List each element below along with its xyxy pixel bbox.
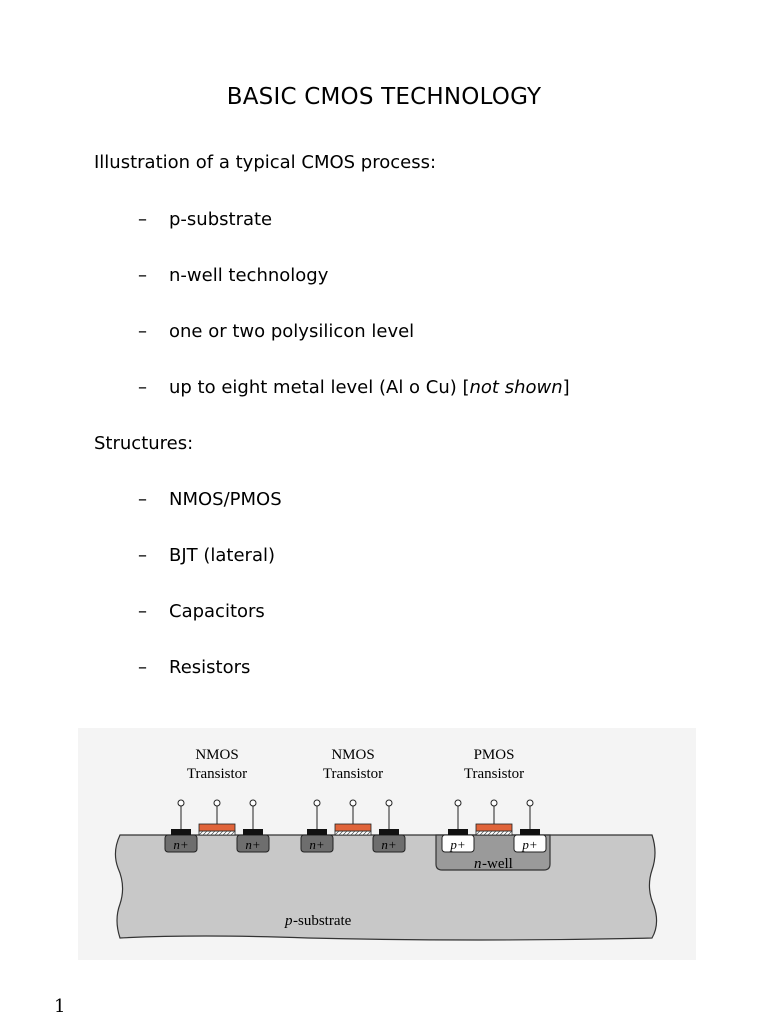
polysilicon-gate xyxy=(198,823,236,832)
process-item-text: up to eight metal level (Al o Cu) [ xyxy=(169,377,470,398)
structures-heading: Structures: xyxy=(94,433,194,454)
terminal-node xyxy=(385,799,393,807)
bullet-dash: – xyxy=(138,377,147,398)
structure-item-2: – BJT (lateral) xyxy=(138,545,275,566)
structure-item-4: – Resistors xyxy=(138,657,250,678)
page-title: BASIC CMOS TECHNOLOGY xyxy=(226,84,542,110)
oxide-hatch xyxy=(218,830,224,836)
diffusion-label: n+ xyxy=(245,837,260,852)
diffusion-label: n+ xyxy=(381,837,396,852)
diffusion-label: p+ xyxy=(521,837,537,852)
terminal-node xyxy=(249,799,257,807)
terminal-node xyxy=(177,799,185,807)
structure-item-text: Resistors xyxy=(169,657,251,678)
process-item-text: p-substrate xyxy=(169,209,273,230)
structure-item-text: BJT (lateral) xyxy=(169,545,276,566)
oxide-hatch xyxy=(362,830,368,836)
process-item-3: – one or two polysilicon level xyxy=(138,321,414,342)
source-contact xyxy=(171,829,191,835)
n-well-label: -well xyxy=(482,856,513,872)
transistor-type-label: NMOS xyxy=(195,747,238,763)
terminal-node xyxy=(454,799,462,807)
bullet-dash: – xyxy=(138,489,147,510)
process-item-4: – up to eight metal level (Al o Cu) [not … xyxy=(138,377,570,398)
page-number: 1 xyxy=(54,996,66,1017)
oxide-hatch xyxy=(226,830,232,836)
transistor-type-label: NMOS xyxy=(331,747,374,763)
bullet-dash: – xyxy=(138,321,147,342)
structure-item-text: Capacitors xyxy=(169,601,265,622)
polysilicon-gate xyxy=(475,823,513,832)
oxide-hatch xyxy=(230,830,236,836)
oxide-hatch xyxy=(503,830,509,836)
oxide-hatch xyxy=(202,830,208,836)
bullet-dash: – xyxy=(138,265,147,286)
oxide-hatch xyxy=(334,830,340,836)
source-contact xyxy=(307,829,327,835)
structure-item-text: NMOS/PMOS xyxy=(169,489,282,510)
cmos-cross-section-svg: NMOS Transistor n+ n+ NMOS Transistor n+ n+ PMOS… xyxy=(78,728,696,960)
oxide-hatch xyxy=(499,830,505,836)
intro-text: Illustration of a typical CMOS process: xyxy=(94,152,437,173)
drain-contact xyxy=(520,829,540,835)
oxide-hatch xyxy=(479,830,485,836)
terminal-node xyxy=(349,799,357,807)
oxide-hatch xyxy=(198,830,204,836)
terminal-node xyxy=(526,799,534,807)
oxide-hatch xyxy=(342,830,348,836)
process-item-1: – p-substrate xyxy=(138,209,272,230)
oxide-hatch xyxy=(210,830,216,836)
bullet-dash: – xyxy=(138,209,147,230)
transistor-caption-label: Transistor xyxy=(464,766,524,782)
diffusion-label: n+ xyxy=(309,837,324,852)
n-well-label-prefix: n xyxy=(474,856,482,872)
structure-item-3: – Capacitors xyxy=(138,601,265,622)
oxide-hatch xyxy=(222,830,228,836)
process-item-text: n-well technology xyxy=(169,265,329,286)
oxide-hatch xyxy=(350,830,356,836)
drain-contact xyxy=(243,829,263,835)
terminal-node xyxy=(213,799,221,807)
oxide-hatch xyxy=(206,830,212,836)
process-item-2: – n-well technology xyxy=(138,265,328,286)
cmos-cross-section-figure: NMOS Transistor n+ n+ NMOS Transistor n+ n+ PMOS… xyxy=(78,728,696,960)
oxide-hatch xyxy=(354,830,360,836)
process-item-text: one or two polysilicon level xyxy=(169,321,415,342)
oxide-hatch xyxy=(495,830,501,836)
polysilicon-gate xyxy=(334,823,372,832)
transistor-caption-label: Transistor xyxy=(187,766,247,782)
terminal-node xyxy=(313,799,321,807)
terminal-node xyxy=(490,799,498,807)
diffusion-label: p+ xyxy=(449,837,465,852)
process-item-text-end: ] xyxy=(562,377,570,398)
source-contact xyxy=(448,829,468,835)
oxide-hatch xyxy=(487,830,493,836)
process-item-italic: not shown xyxy=(469,377,563,398)
oxide-hatch xyxy=(507,830,513,836)
bullet-dash: – xyxy=(138,545,147,566)
transistor-type-label: PMOS xyxy=(474,747,515,763)
oxide-hatch xyxy=(483,830,489,836)
oxide-hatch xyxy=(491,830,497,836)
structure-item-1: – NMOS/PMOS xyxy=(138,489,282,510)
substrate-label-prefix: p xyxy=(284,913,293,929)
oxide-hatch xyxy=(346,830,352,836)
oxide-hatch xyxy=(475,830,481,836)
transistor-caption-label: Transistor xyxy=(323,766,383,782)
oxide-hatch xyxy=(358,830,364,836)
oxide-hatch xyxy=(338,830,344,836)
drain-contact xyxy=(379,829,399,835)
bullet-dash: – xyxy=(138,657,147,678)
oxide-hatch xyxy=(214,830,220,836)
substrate-label: -substrate xyxy=(293,913,352,929)
oxide-hatch xyxy=(366,830,372,836)
diffusion-label: n+ xyxy=(173,837,188,852)
bullet-dash: – xyxy=(138,601,147,622)
